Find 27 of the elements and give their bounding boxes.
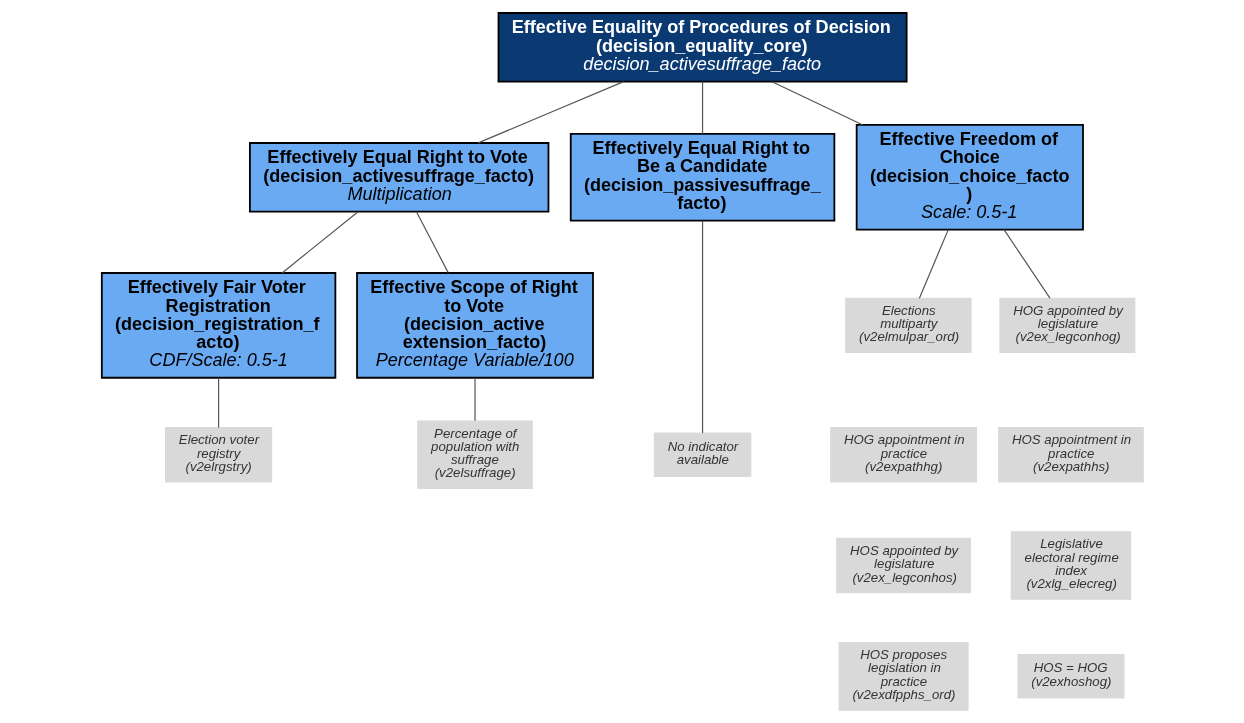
node-box: Effectively Equal Right to Vote (decision_activesuffrage_facto) Multiplication [248, 142, 549, 213]
node-box: Effectively Equal Right to Be a Candidate (decision_passivesuffrage_facto) [569, 133, 835, 222]
connector [701, 220, 703, 434]
connector [477, 81, 624, 144]
node-box: Effective Freedom of Choice (decision_choice_facto) Scale: 0.5-1 [855, 124, 1084, 231]
node-box: Election voter registry (v2elrgstry) [164, 427, 272, 483]
node-box: Percentage of population with suffrage (v2elsuffrage) [416, 420, 533, 490]
node-box: Elections multiparty (v2elmulpar_ord) [844, 297, 972, 354]
node-box: Legislative electoral regime index (v2xlg_elecreg) [1010, 531, 1131, 600]
node-box: HOG appointment in practice (v2expathhg) [829, 427, 977, 483]
connector [918, 229, 949, 299]
node-box: HOG appointed by legislature (v2ex_legconhog) [998, 297, 1135, 354]
connector [473, 377, 476, 422]
connector [217, 377, 219, 429]
connector [1003, 229, 1051, 299]
connector [771, 81, 863, 126]
connector [415, 211, 449, 274]
node-box: Effective Equality of Procedures of Decision (decision_equality_core) decision_activesuffrage_facto [497, 12, 908, 83]
node-box: Effectively Fair Voter Registration (decision_registration_facto) CDF/Scale: 0.5-1 [100, 272, 336, 379]
node-box: Effective Scope of Right to Vote (decision_active extension_facto) Percentage Variable/100 [355, 272, 594, 379]
node-box: HOS appointment in practice (v2expathhs) [997, 427, 1144, 483]
node-box: HOS proposes legislation in practice (v2exdfpphs_ord) [838, 642, 969, 711]
connector [701, 81, 703, 135]
connector [281, 211, 358, 274]
node-box: No indicator available [653, 432, 751, 478]
node-box: HOS appointed by legislature (v2ex_legconhos) [835, 537, 971, 594]
node-box: HOS = HOG (v2exhoshog) [1016, 654, 1124, 699]
